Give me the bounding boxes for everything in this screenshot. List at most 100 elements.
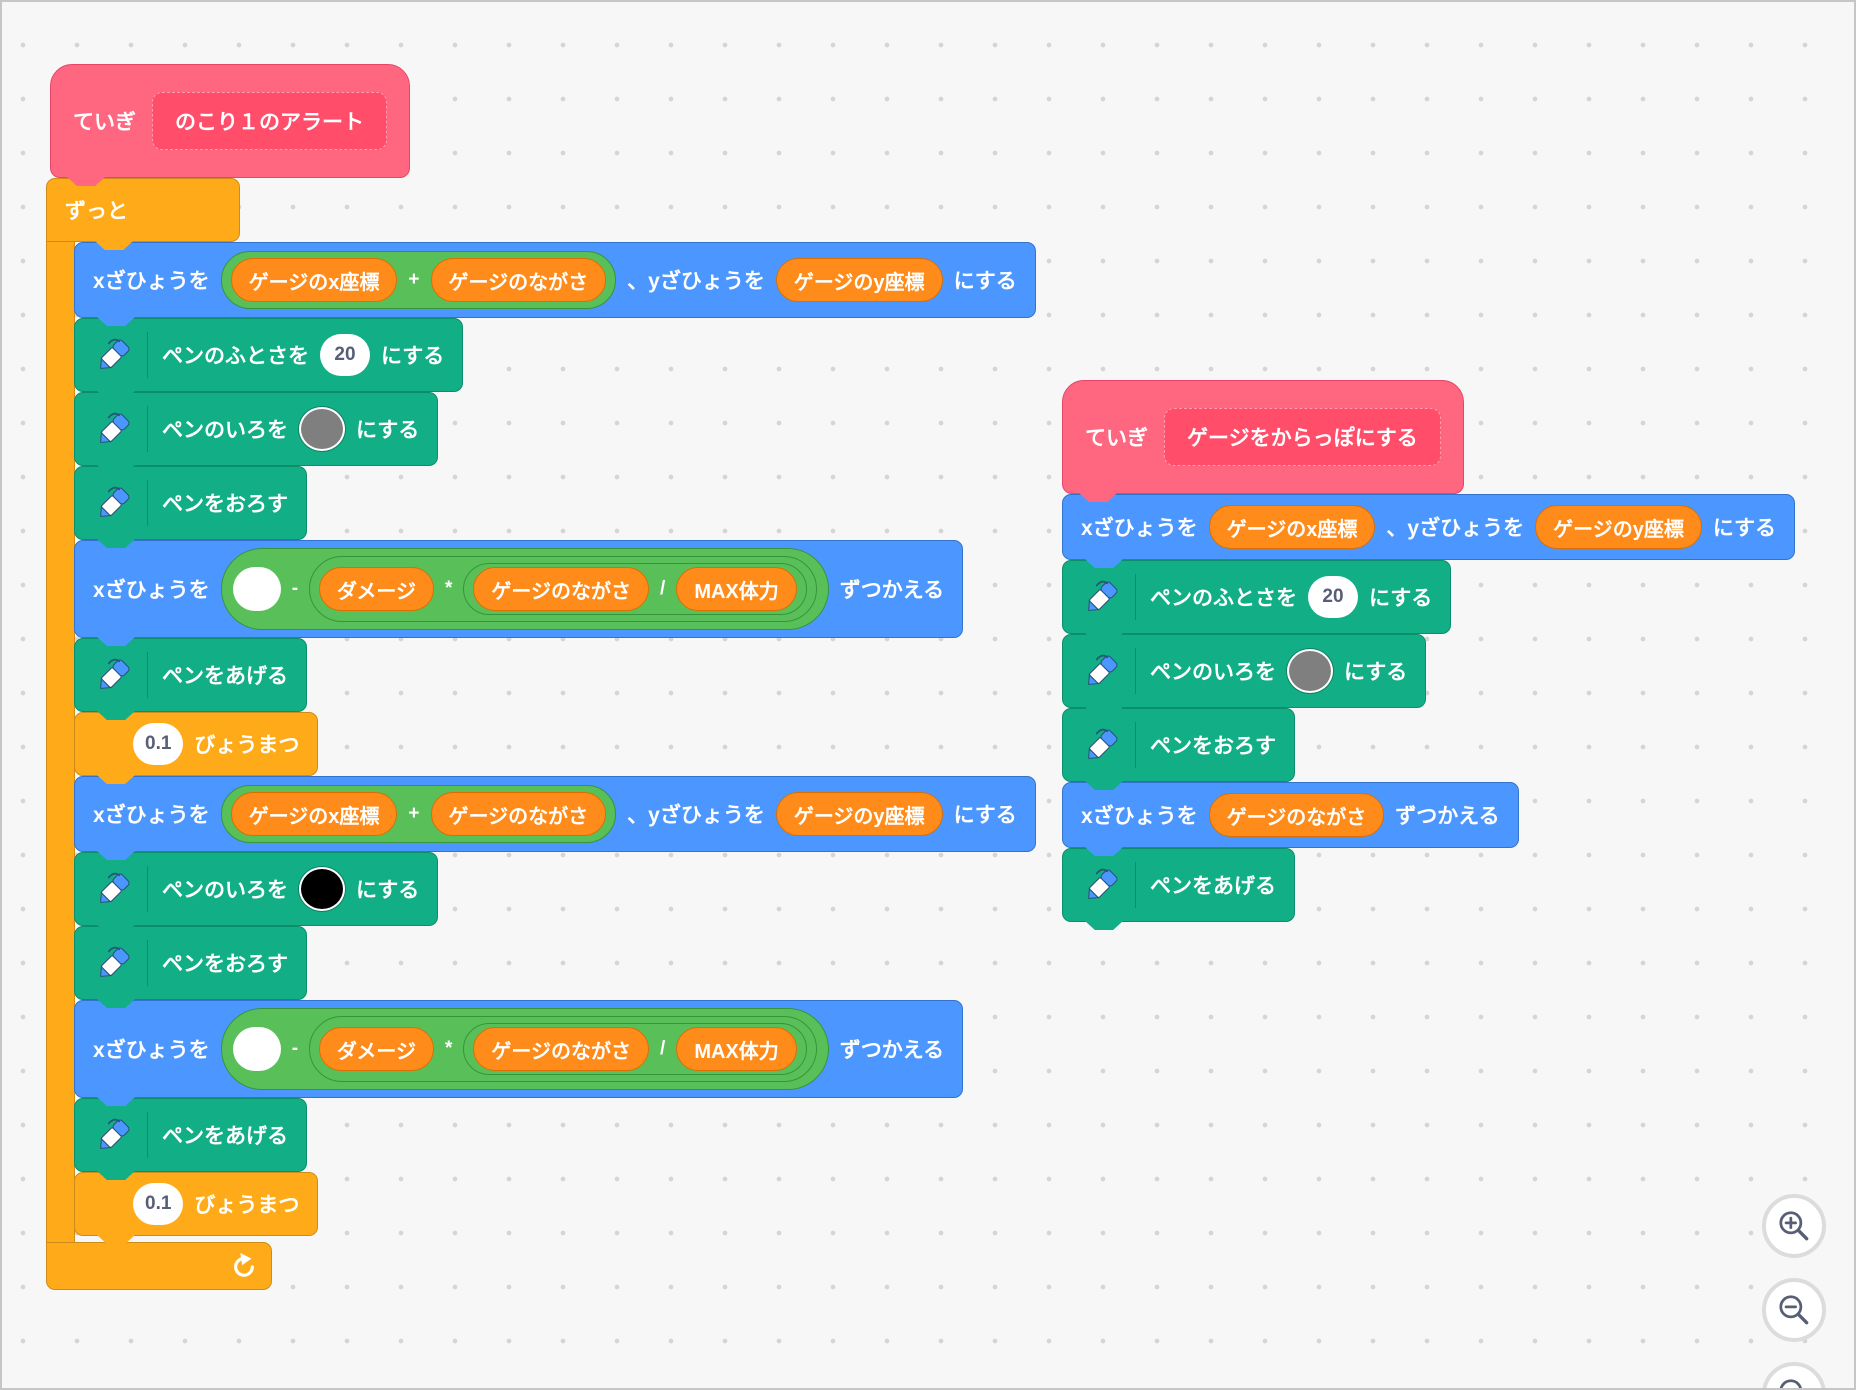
suffix-label: にする bbox=[356, 879, 420, 902]
variable-gauge-x[interactable]: ゲージのx座標 bbox=[230, 258, 398, 302]
wait-seconds-input[interactable]: 0.1 bbox=[133, 723, 184, 765]
pen-down-label: ペンをおろす bbox=[162, 493, 288, 516]
define-hat-left[interactable]: ていぎ のこり１のアラート bbox=[50, 64, 410, 178]
pen-icon bbox=[93, 868, 135, 910]
pen-color-swatch-gray[interactable] bbox=[1287, 649, 1333, 693]
zoom-out-button[interactable] bbox=[1762, 1278, 1826, 1342]
set-x-label: xざひょうを bbox=[93, 804, 210, 827]
pen-size-label: ペンのふとさを bbox=[1150, 587, 1297, 610]
wait-label: びょうまつ bbox=[194, 1194, 300, 1217]
pen-icon bbox=[93, 482, 135, 524]
pen-up-label: ペンをあげる bbox=[162, 665, 288, 688]
loop-arrow-icon bbox=[231, 1253, 257, 1279]
change-x-label: xざひょうを bbox=[1081, 805, 1198, 828]
pen-set-color-block-gray-1[interactable]: ペンのいろを にする bbox=[74, 392, 439, 466]
operator-divide[interactable]: ゲージのながさ / MAX体力 bbox=[463, 1023, 807, 1075]
divider bbox=[1135, 648, 1136, 694]
variable-gauge-length[interactable]: ゲージのながさ bbox=[430, 258, 607, 302]
divider bbox=[1135, 574, 1136, 620]
set-x-label: xざひょうを bbox=[1081, 517, 1198, 540]
pen-up-block-right[interactable]: ペンをあげる bbox=[1062, 848, 1295, 922]
variable-gauge-length[interactable]: ゲージのながさ bbox=[473, 1027, 650, 1071]
variable-gauge-length[interactable]: ゲージのながさ bbox=[430, 792, 607, 836]
variable-gauge-x[interactable]: ゲージのx座標 bbox=[1208, 505, 1376, 549]
magnifier-minus-icon bbox=[1775, 1291, 1813, 1329]
suffix-change-label: ずつかえる bbox=[839, 579, 945, 602]
variable-damage[interactable]: ダメージ bbox=[319, 567, 435, 611]
goto-xy-block-right[interactable]: xざひょうを ゲージのx座標 、yざひょうを ゲージのy座標 にする bbox=[1062, 494, 1796, 560]
suffix-label: にする bbox=[953, 804, 1017, 827]
zoom-reset-button[interactable] bbox=[1762, 1362, 1826, 1390]
pen-set-size-block-right[interactable]: ペンのふとさを 20 にする bbox=[1062, 560, 1452, 634]
custom-block-prototype-left[interactable]: のこり１のアラート bbox=[152, 92, 387, 150]
variable-max-hp[interactable]: MAX体力 bbox=[676, 567, 797, 611]
change-x-block-2[interactable]: xざひょうを - ダメージ * ゲージのながさ / MAX体力 ずつかえる bbox=[74, 1000, 964, 1098]
operator-subtract[interactable]: - ダメージ * ゲージのながさ / MAX体力 bbox=[220, 1008, 829, 1090]
forever-block-footer[interactable] bbox=[46, 1242, 272, 1290]
forever-block-header[interactable]: ずっと bbox=[46, 178, 240, 242]
set-x-label: xざひょうを bbox=[93, 270, 210, 293]
pen-down-block-right[interactable]: ペンをおろす bbox=[1062, 708, 1295, 782]
variable-gauge-length[interactable]: ゲージのながさ bbox=[473, 567, 650, 611]
magnifier-plus-icon bbox=[1775, 1207, 1813, 1245]
pen-up-block-2[interactable]: ペンをあげる bbox=[74, 1098, 307, 1172]
pen-icon bbox=[1081, 724, 1123, 766]
divider bbox=[147, 332, 148, 378]
pen-set-color-block-black[interactable]: ペンのいろを にする bbox=[74, 852, 439, 926]
variable-gauge-x[interactable]: ゲージのx座標 bbox=[230, 792, 398, 836]
pen-down-block-2[interactable]: ペンをおろす bbox=[74, 926, 307, 1000]
goto-xy-block-1[interactable]: xざひょうを ゲージのx座標 + ゲージのながさ 、yざひょうを ゲージのy座標… bbox=[74, 242, 1036, 318]
suffix-label: にする bbox=[381, 345, 445, 368]
plus-sign: + bbox=[408, 803, 420, 824]
pen-down-label: ペンをおろす bbox=[162, 953, 288, 976]
divide-sign: / bbox=[660, 1038, 666, 1059]
change-x-block-1[interactable]: xざひょうを - ダメージ * ゲージのながさ / MAX体力 ずつかえる bbox=[74, 540, 964, 638]
goto-xy-block-2[interactable]: xざひょうを ゲージのx座標 + ゲージのながさ 、yざひょうを ゲージのy座標… bbox=[74, 776, 1036, 852]
suffix-label: にする bbox=[1344, 661, 1408, 684]
change-x-label: xざひょうを bbox=[93, 579, 210, 602]
change-x-block-right[interactable]: xざひょうを ゲージのながさ ずつかえる bbox=[1062, 782, 1519, 848]
variable-gauge-y[interactable]: ゲージのy座標 bbox=[775, 792, 943, 836]
variable-gauge-y[interactable]: ゲージのy座標 bbox=[775, 258, 943, 302]
pen-size-input[interactable]: 20 bbox=[1308, 576, 1358, 618]
suffix-change-label: ずつかえる bbox=[1395, 805, 1500, 828]
operator-multiply[interactable]: ダメージ * ゲージのながさ / MAX体力 bbox=[309, 556, 817, 622]
pen-color-swatch-black[interactable] bbox=[299, 867, 345, 911]
wait-block-2[interactable]: 0.1 びょうまつ bbox=[74, 1172, 319, 1236]
set-y-label: 、yざひょうを bbox=[627, 804, 765, 827]
variable-gauge-y[interactable]: ゲージのy座標 bbox=[1535, 505, 1702, 549]
operator-subtract[interactable]: - ダメージ * ゲージのながさ / MAX体力 bbox=[220, 548, 829, 630]
divider bbox=[147, 652, 148, 698]
pen-icon bbox=[1081, 650, 1123, 692]
pen-set-color-block-gray-right[interactable]: ペンのいろを にする bbox=[1062, 634, 1427, 708]
define-hat-right[interactable]: ていぎ ゲージをからっぽにする bbox=[1062, 380, 1464, 494]
divider bbox=[147, 866, 148, 912]
pen-icon bbox=[1081, 864, 1123, 906]
variable-damage[interactable]: ダメージ bbox=[319, 1027, 435, 1071]
suffix-change-label: ずつかえる bbox=[839, 1039, 945, 1062]
pen-up-block-1[interactable]: ペンをあげる bbox=[74, 638, 307, 712]
forever-label: ずっと bbox=[65, 200, 128, 223]
variable-gauge-length[interactable]: ゲージのながさ bbox=[1208, 793, 1385, 837]
empty-number-input[interactable] bbox=[232, 567, 281, 611]
divider bbox=[1135, 722, 1136, 768]
pen-down-block-1[interactable]: ペンをおろす bbox=[74, 466, 307, 540]
pen-set-size-block-1[interactable]: ペンのふとさを 20 にする bbox=[74, 318, 464, 392]
operator-add[interactable]: ゲージのx座標 + ゲージのながさ bbox=[220, 785, 617, 843]
zoom-in-button[interactable] bbox=[1762, 1194, 1826, 1258]
suffix-label: にする bbox=[1369, 587, 1433, 610]
operator-multiply[interactable]: ダメージ * ゲージのながさ / MAX体力 bbox=[309, 1016, 817, 1082]
magnifier-equal-icon bbox=[1775, 1375, 1813, 1390]
wait-seconds-input[interactable]: 0.1 bbox=[133, 1183, 184, 1225]
pen-size-input[interactable]: 20 bbox=[320, 334, 370, 376]
operator-add[interactable]: ゲージのx座標 + ゲージのながさ bbox=[220, 251, 617, 309]
divider bbox=[147, 1112, 148, 1158]
custom-block-prototype-right[interactable]: ゲージをからっぽにする bbox=[1164, 408, 1441, 466]
variable-max-hp[interactable]: MAX体力 bbox=[676, 1027, 797, 1071]
empty-number-input[interactable] bbox=[232, 1027, 281, 1071]
pen-icon bbox=[93, 408, 135, 450]
operator-divide[interactable]: ゲージのながさ / MAX体力 bbox=[463, 563, 807, 615]
wait-block-1[interactable]: 0.1 びょうまつ bbox=[74, 712, 319, 776]
pen-color-swatch-gray[interactable] bbox=[299, 407, 345, 451]
